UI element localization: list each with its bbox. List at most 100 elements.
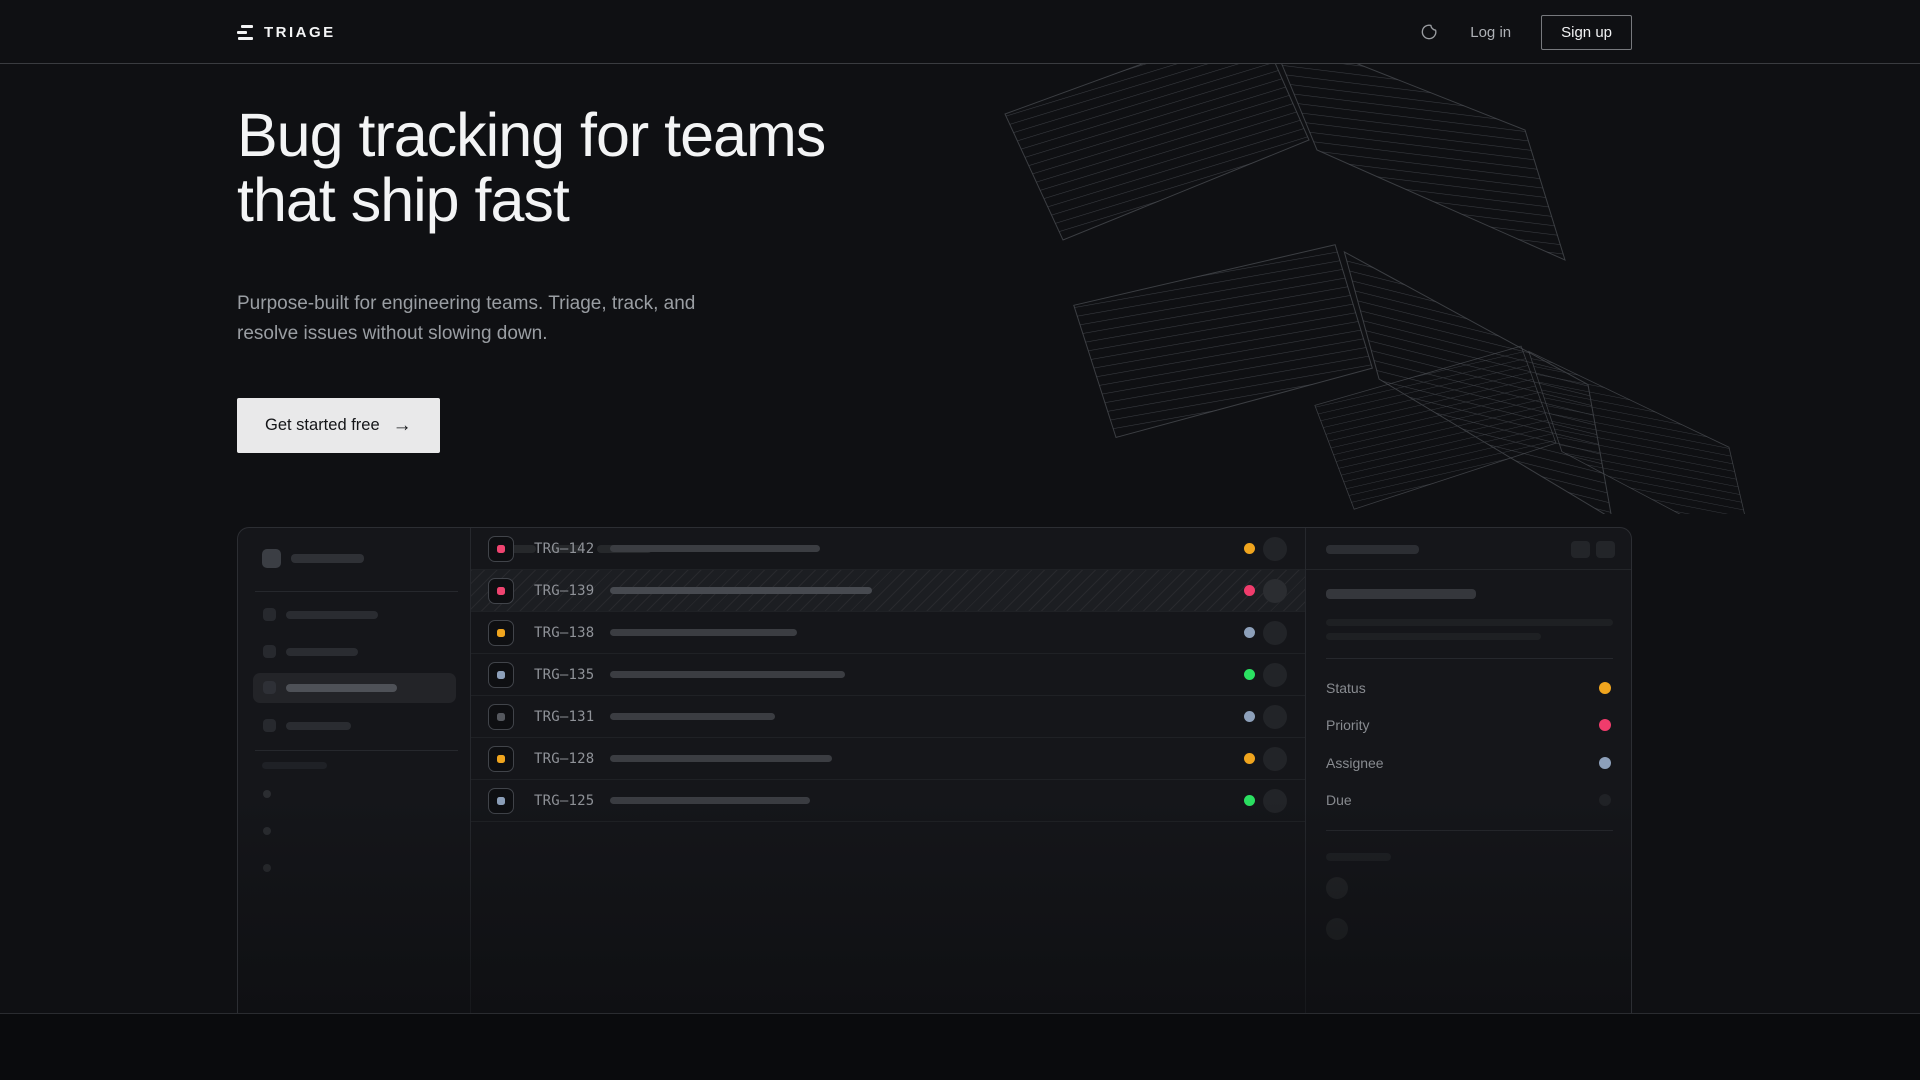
issue-id: TRG–131 xyxy=(534,708,595,725)
sidebar-dot xyxy=(263,790,271,798)
field-value-dot xyxy=(1599,794,1611,807)
theme-toggle-button[interactable] xyxy=(1418,21,1440,43)
section-label-skeleton xyxy=(262,762,327,769)
get-started-label: Get started free xyxy=(265,416,380,434)
preview-sidebar xyxy=(238,528,471,1013)
issue-type-dot xyxy=(497,544,505,553)
issue-title-skeleton xyxy=(610,713,775,720)
issue-row: TRG–138 xyxy=(471,612,1305,654)
issue-type-icon xyxy=(488,577,514,604)
divider xyxy=(255,750,458,751)
brand-name: TRIAGE xyxy=(264,23,336,41)
hero-title-line2: that ship fast xyxy=(237,166,570,234)
divider xyxy=(1326,830,1613,831)
sidebar-item xyxy=(253,600,456,630)
issue-type-icon xyxy=(488,745,514,772)
issue-type-dot xyxy=(497,796,505,805)
avatar xyxy=(1263,746,1287,771)
wireframe-decoration xyxy=(1004,64,1755,514)
avatar xyxy=(1263,662,1287,687)
issue-row: TRG–125 xyxy=(471,780,1305,822)
avatar xyxy=(1263,788,1287,813)
sidebar-item xyxy=(253,711,456,741)
field-label: Status xyxy=(1326,679,1366,696)
issue-id: TRG–138 xyxy=(534,624,595,641)
field-label: Priority xyxy=(1326,717,1370,734)
status-dot xyxy=(1244,585,1255,596)
footer-band xyxy=(0,1013,1920,1080)
moon-icon xyxy=(1421,24,1437,40)
issue-row: TRG–135 xyxy=(471,654,1305,696)
sidebar-dot xyxy=(263,864,271,872)
issue-type-dot xyxy=(497,754,505,763)
issue-type-dot xyxy=(497,586,505,595)
issue-title-skeleton xyxy=(1326,589,1476,599)
issue-title-skeleton xyxy=(610,629,797,636)
get-started-button[interactable]: Get started free → xyxy=(237,398,440,453)
hero-title: Bug tracking for teams that ship fast xyxy=(237,101,826,234)
arrow-right-icon: → xyxy=(392,414,412,436)
sidebar-dot xyxy=(263,827,271,835)
avatar xyxy=(1263,578,1287,603)
issue-title-skeleton xyxy=(610,545,820,552)
field-value-dot xyxy=(1599,681,1611,694)
issue-id: TRG–135 xyxy=(534,666,595,683)
issue-type-icon xyxy=(488,703,514,730)
status-dot xyxy=(1244,753,1255,764)
issue-type-icon xyxy=(488,787,514,814)
hero-title-line1: Bug tracking for teams xyxy=(237,101,826,169)
action-button-skeleton xyxy=(1596,541,1615,558)
brand-logo[interactable]: TRIAGE xyxy=(237,24,336,41)
detail-field-row: Due xyxy=(1326,782,1613,820)
description-line-skeleton xyxy=(1326,619,1613,626)
workspace-icon xyxy=(262,549,281,568)
avatar xyxy=(1263,536,1287,561)
status-dot xyxy=(1244,543,1255,554)
top-nav: TRIAGE Log in Sign up xyxy=(0,0,1920,64)
field-value-dot xyxy=(1599,756,1611,769)
sidebar-item-active xyxy=(253,673,456,703)
detail-actions xyxy=(1571,541,1615,558)
detail-header xyxy=(1306,528,1631,570)
divider xyxy=(1326,658,1613,659)
avatar xyxy=(1263,704,1287,729)
login-link[interactable]: Log in xyxy=(1470,23,1512,41)
issue-type-icon xyxy=(488,661,514,688)
issue-type-icon xyxy=(488,535,514,562)
issue-row: TRG–139 xyxy=(471,570,1305,612)
workspace-name-skeleton xyxy=(291,554,364,563)
detail-field-row: Priority xyxy=(1326,707,1613,745)
issue-type-icon xyxy=(488,619,514,646)
issue-id: TRG–128 xyxy=(534,750,595,767)
issue-type-dot xyxy=(497,628,505,637)
comment-avatar-skeleton xyxy=(1326,877,1348,899)
detail-field-row: Status xyxy=(1326,669,1613,707)
issue-title-skeleton xyxy=(610,755,832,762)
triage-bars-icon xyxy=(237,24,254,40)
hero-subtitle: Purpose-built for engineering teams. Tri… xyxy=(237,293,696,344)
field-value-dot xyxy=(1599,719,1611,732)
issue-id: TRG–142 xyxy=(534,540,595,557)
issue-title-skeleton xyxy=(610,587,872,594)
field-label: Assignee xyxy=(1326,754,1384,771)
activity-label-skeleton xyxy=(1326,853,1391,861)
issue-id: TRG–139 xyxy=(534,582,595,599)
description-line-skeleton xyxy=(1326,633,1541,640)
status-dot xyxy=(1244,711,1255,722)
issue-row: TRG–128 xyxy=(471,738,1305,780)
detail-field-row: Assignee xyxy=(1326,744,1613,782)
detail-title-skeleton xyxy=(1326,545,1419,554)
issue-title-skeleton xyxy=(610,797,810,804)
issue-id: TRG–125 xyxy=(534,792,595,809)
status-dot xyxy=(1244,627,1255,638)
status-dot xyxy=(1244,669,1255,680)
action-button-skeleton xyxy=(1571,541,1590,558)
signup-button[interactable]: Sign up xyxy=(1541,14,1632,50)
divider xyxy=(255,591,458,592)
status-dot xyxy=(1244,795,1255,806)
